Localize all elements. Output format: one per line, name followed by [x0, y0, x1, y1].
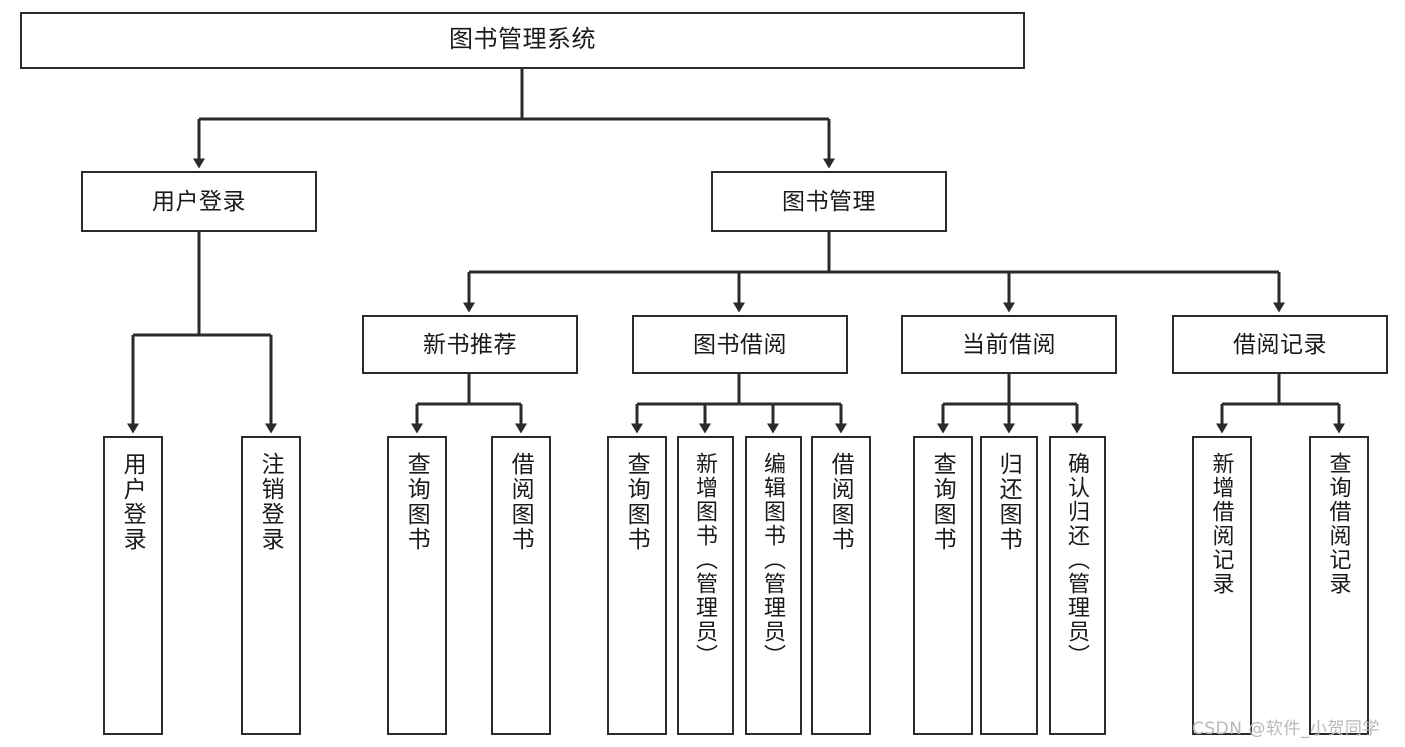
- node-label: 确认归还（管理员）: [1065, 452, 1091, 668]
- node-label: 借阅图书: [508, 452, 535, 552]
- node-label: 归还图书: [996, 452, 1023, 552]
- leaf-new-book-borrow[interactable]: 借阅图书: [491, 436, 551, 735]
- node-book-management[interactable]: 图书管理: [711, 171, 947, 232]
- node-label: 借阅记录: [1233, 331, 1327, 358]
- node-label: 查询图书: [404, 452, 431, 552]
- node-label: 新书推荐: [423, 331, 517, 358]
- node-label: 查询借阅记录: [1326, 452, 1352, 596]
- leaf-current-borrow-query[interactable]: 查询图书: [913, 436, 973, 735]
- node-label: 用户登录: [120, 452, 147, 552]
- leaf-book-borrow-query[interactable]: 查询图书: [607, 436, 667, 735]
- node-borrow-record[interactable]: 借阅记录: [1172, 315, 1388, 374]
- node-label: 用户登录: [152, 188, 246, 215]
- csdn-watermark: CSDN @软件_小贺同学: [1192, 719, 1380, 739]
- node-label: 新增借阅记录: [1209, 452, 1235, 596]
- leaf-book-borrow-borrow[interactable]: 借阅图书: [811, 436, 871, 735]
- node-label: 图书管理: [782, 188, 876, 215]
- node-label: 查询图书: [930, 452, 957, 552]
- leaf-user-login-logout[interactable]: 注销登录: [241, 436, 301, 735]
- leaf-book-borrow-edit[interactable]: 编辑图书（管理员）: [745, 436, 802, 735]
- node-current-borrow[interactable]: 当前借阅: [901, 315, 1117, 374]
- node-label: 图书管理系统: [449, 26, 596, 54]
- leaf-borrow-record-query[interactable]: 查询借阅记录: [1309, 436, 1369, 735]
- leaf-user-login-login[interactable]: 用户登录: [103, 436, 163, 735]
- leaf-new-book-query[interactable]: 查询图书: [387, 436, 447, 735]
- node-label: 注销登录: [258, 452, 285, 552]
- node-root-book-management-system[interactable]: 图书管理系统: [20, 12, 1025, 69]
- node-label: 编辑图书（管理员）: [761, 452, 787, 668]
- leaf-current-borrow-return[interactable]: 归还图书: [980, 436, 1038, 735]
- node-label: 借阅图书: [828, 452, 855, 552]
- leaf-borrow-record-add[interactable]: 新增借阅记录: [1192, 436, 1252, 735]
- node-label: 新增图书（管理员）: [693, 452, 719, 668]
- node-label: 查询图书: [624, 452, 651, 552]
- node-label: 图书借阅: [693, 331, 787, 358]
- node-new-book-recommend[interactable]: 新书推荐: [362, 315, 578, 374]
- node-label: 当前借阅: [962, 331, 1056, 358]
- leaf-current-borrow-confirm-return[interactable]: 确认归还（管理员）: [1049, 436, 1106, 735]
- node-user-login[interactable]: 用户登录: [81, 171, 317, 232]
- node-book-borrow[interactable]: 图书借阅: [632, 315, 848, 374]
- leaf-book-borrow-add[interactable]: 新增图书（管理员）: [677, 436, 734, 735]
